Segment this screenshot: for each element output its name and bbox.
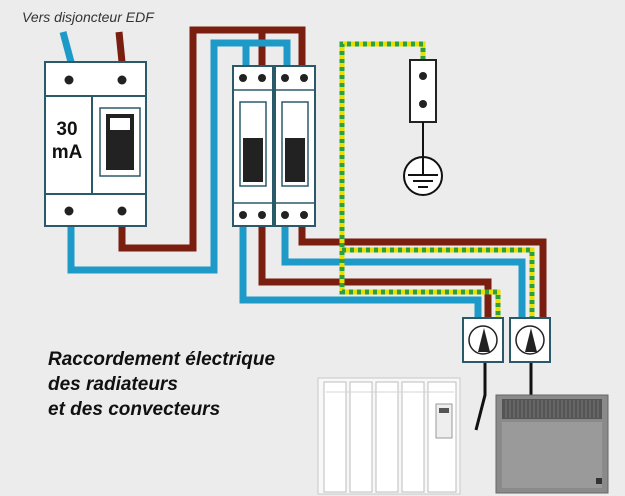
circuit1-phase-wire bbox=[258, 226, 492, 318]
wall-socket-icon bbox=[462, 317, 504, 363]
incoming-neutral-wire bbox=[59, 31, 75, 63]
circuit1-neutral-wire bbox=[239, 226, 482, 318]
radiator-heater bbox=[317, 377, 461, 495]
circuit-breaker-2 bbox=[274, 65, 316, 227]
circuit2-neutral-wire bbox=[281, 226, 526, 318]
earth-ground-icon bbox=[403, 156, 443, 196]
feed-phase-wire bbox=[118, 26, 266, 252]
wall-socket-icon-2 bbox=[509, 317, 551, 363]
caption-line-2: des radiateurs bbox=[48, 374, 178, 395]
diagram-caption: Raccordement électrique des radiateurs e… bbox=[48, 347, 275, 422]
feed-neutral-wire bbox=[67, 39, 250, 274]
breaker-rating: 30 mA bbox=[44, 118, 90, 164]
differential-breaker bbox=[44, 61, 147, 227]
caption-line-3: et des convecteurs bbox=[48, 399, 221, 420]
source-label: Vers disjoncteur EDF bbox=[22, 9, 154, 25]
caption-line-1: Raccordement électrique bbox=[48, 349, 276, 370]
breaker-rating-value: 30 bbox=[56, 119, 78, 140]
incoming-phase-wire bbox=[115, 31, 126, 63]
radiator-cord bbox=[474, 362, 487, 431]
feed-neutral-wire-2 bbox=[246, 39, 291, 68]
convector-heater bbox=[495, 394, 609, 494]
breaker-rating-unit: mA bbox=[51, 142, 83, 163]
earth-terminal bbox=[409, 59, 437, 158]
feed-phase-wire-2 bbox=[262, 26, 306, 68]
circuit-breaker-1 bbox=[232, 65, 274, 227]
circuit2-phase-wire bbox=[298, 226, 547, 318]
